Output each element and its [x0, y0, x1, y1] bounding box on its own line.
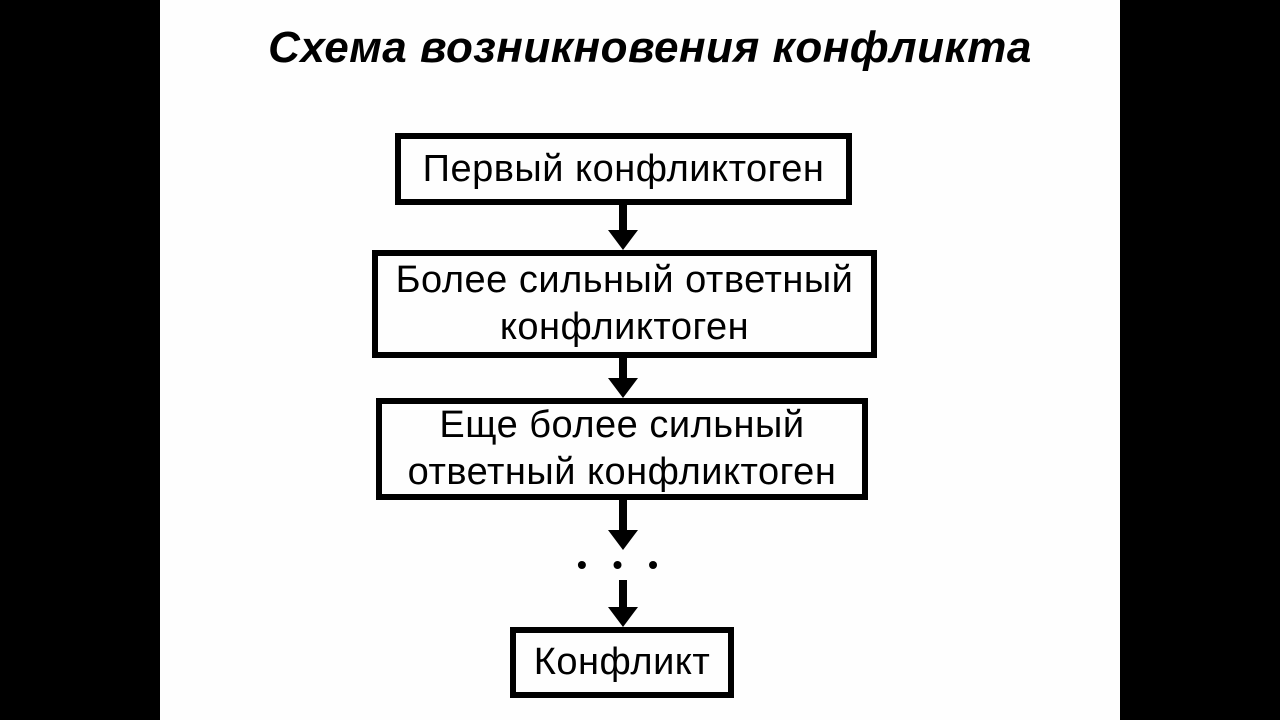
arrow-down-icon [608, 205, 638, 250]
node-label-line: Первый конфликтоген [422, 147, 825, 190]
flow-node-stronger-response-conflictogen: Более сильный ответный конфликтоген [372, 250, 877, 358]
arrow-shaft [619, 500, 627, 530]
node-label-line: ответный конфликтоген [407, 451, 837, 493]
node-label-line: конфликтоген [499, 306, 750, 348]
arrow-head [608, 378, 638, 398]
arrow-down-icon [608, 358, 638, 398]
arrow-head [608, 230, 638, 250]
arrow-down-icon [608, 500, 638, 550]
ellipsis-dots: • • • [577, 549, 667, 580]
flow-node-first-conflictogen: Первый конфликтоген [395, 133, 852, 205]
flow-node-conflict: Конфликт [510, 627, 734, 698]
arrow-down-icon [608, 580, 638, 627]
node-label-line: Конфликт [533, 641, 711, 683]
arrow-head [608, 530, 638, 550]
diagram-title: Схема возникновения конфликта [268, 23, 1032, 72]
arrow-shaft [619, 580, 627, 607]
node-label-line: Более сильный ответный [395, 259, 854, 301]
node-label-line: Еще более сильный [439, 404, 805, 446]
arrow-shaft [619, 358, 627, 378]
arrow-shaft [619, 205, 627, 230]
right-black-bar [1120, 0, 1280, 720]
arrow-head [608, 607, 638, 627]
flow-node-even-stronger-response-conflictogen: Еще более сильный ответный конфликтоген [376, 398, 868, 500]
left-black-bar [0, 0, 160, 720]
